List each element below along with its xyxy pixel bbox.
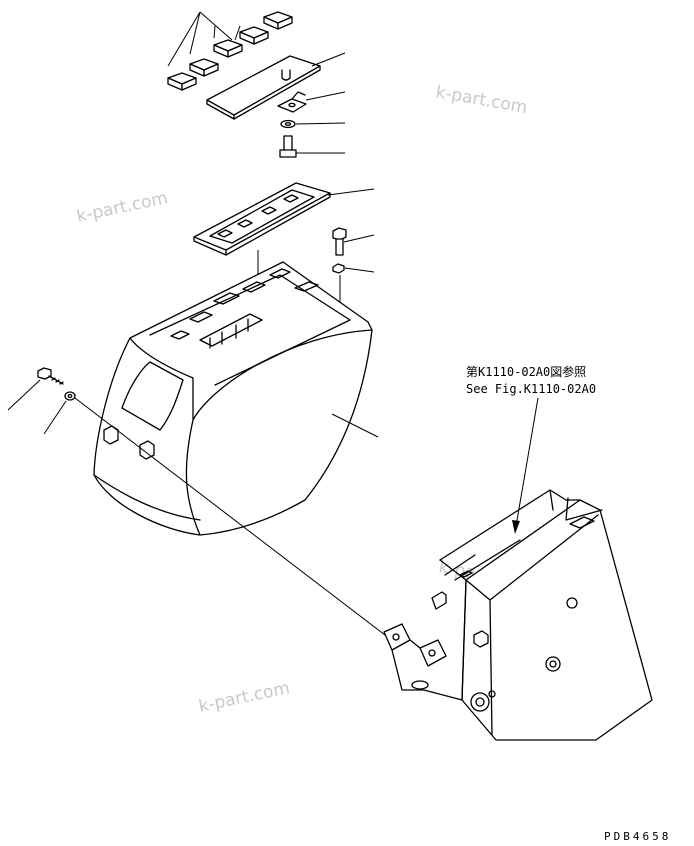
reference-jp: 第K1110-02A0図参照 (466, 364, 586, 379)
console-cover (93, 261, 379, 536)
watermark-4: k-part.com (197, 678, 292, 717)
switch-panel-frame (193, 182, 375, 310)
label-plate (206, 52, 346, 120)
reference-en: See Fig.K1110-02A0 (466, 382, 596, 396)
reference-arrow-line (514, 397, 539, 533)
leader-line (343, 234, 375, 243)
switch-cap (213, 39, 243, 58)
switch-cap (263, 11, 293, 30)
clip-bracket (277, 91, 346, 113)
switch-cap (189, 58, 219, 77)
bolt-left (7, 367, 64, 411)
leader-line (7, 379, 41, 411)
switch-cap (167, 72, 197, 91)
leader-line (331, 413, 379, 438)
leader-line (327, 188, 375, 196)
console-frame (383, 489, 653, 741)
leader-line (305, 91, 346, 101)
watermark-2: k-part.com (434, 82, 529, 118)
cap-leader-lines (167, 11, 241, 67)
leader-line (311, 52, 346, 67)
leader-line (344, 267, 375, 273)
screw (279, 135, 345, 158)
leader-line (43, 400, 67, 435)
reference-arrowhead (512, 520, 520, 534)
watermark-1: k-part.com (75, 188, 170, 227)
switch-cap (239, 26, 269, 45)
assembly-line (74, 397, 399, 646)
drawing-code: PDB4658 (604, 830, 671, 843)
bolt (332, 227, 375, 256)
leader-line (295, 122, 346, 125)
switch-caps (167, 11, 293, 91)
washer-left (43, 391, 76, 435)
washer (280, 119, 346, 129)
